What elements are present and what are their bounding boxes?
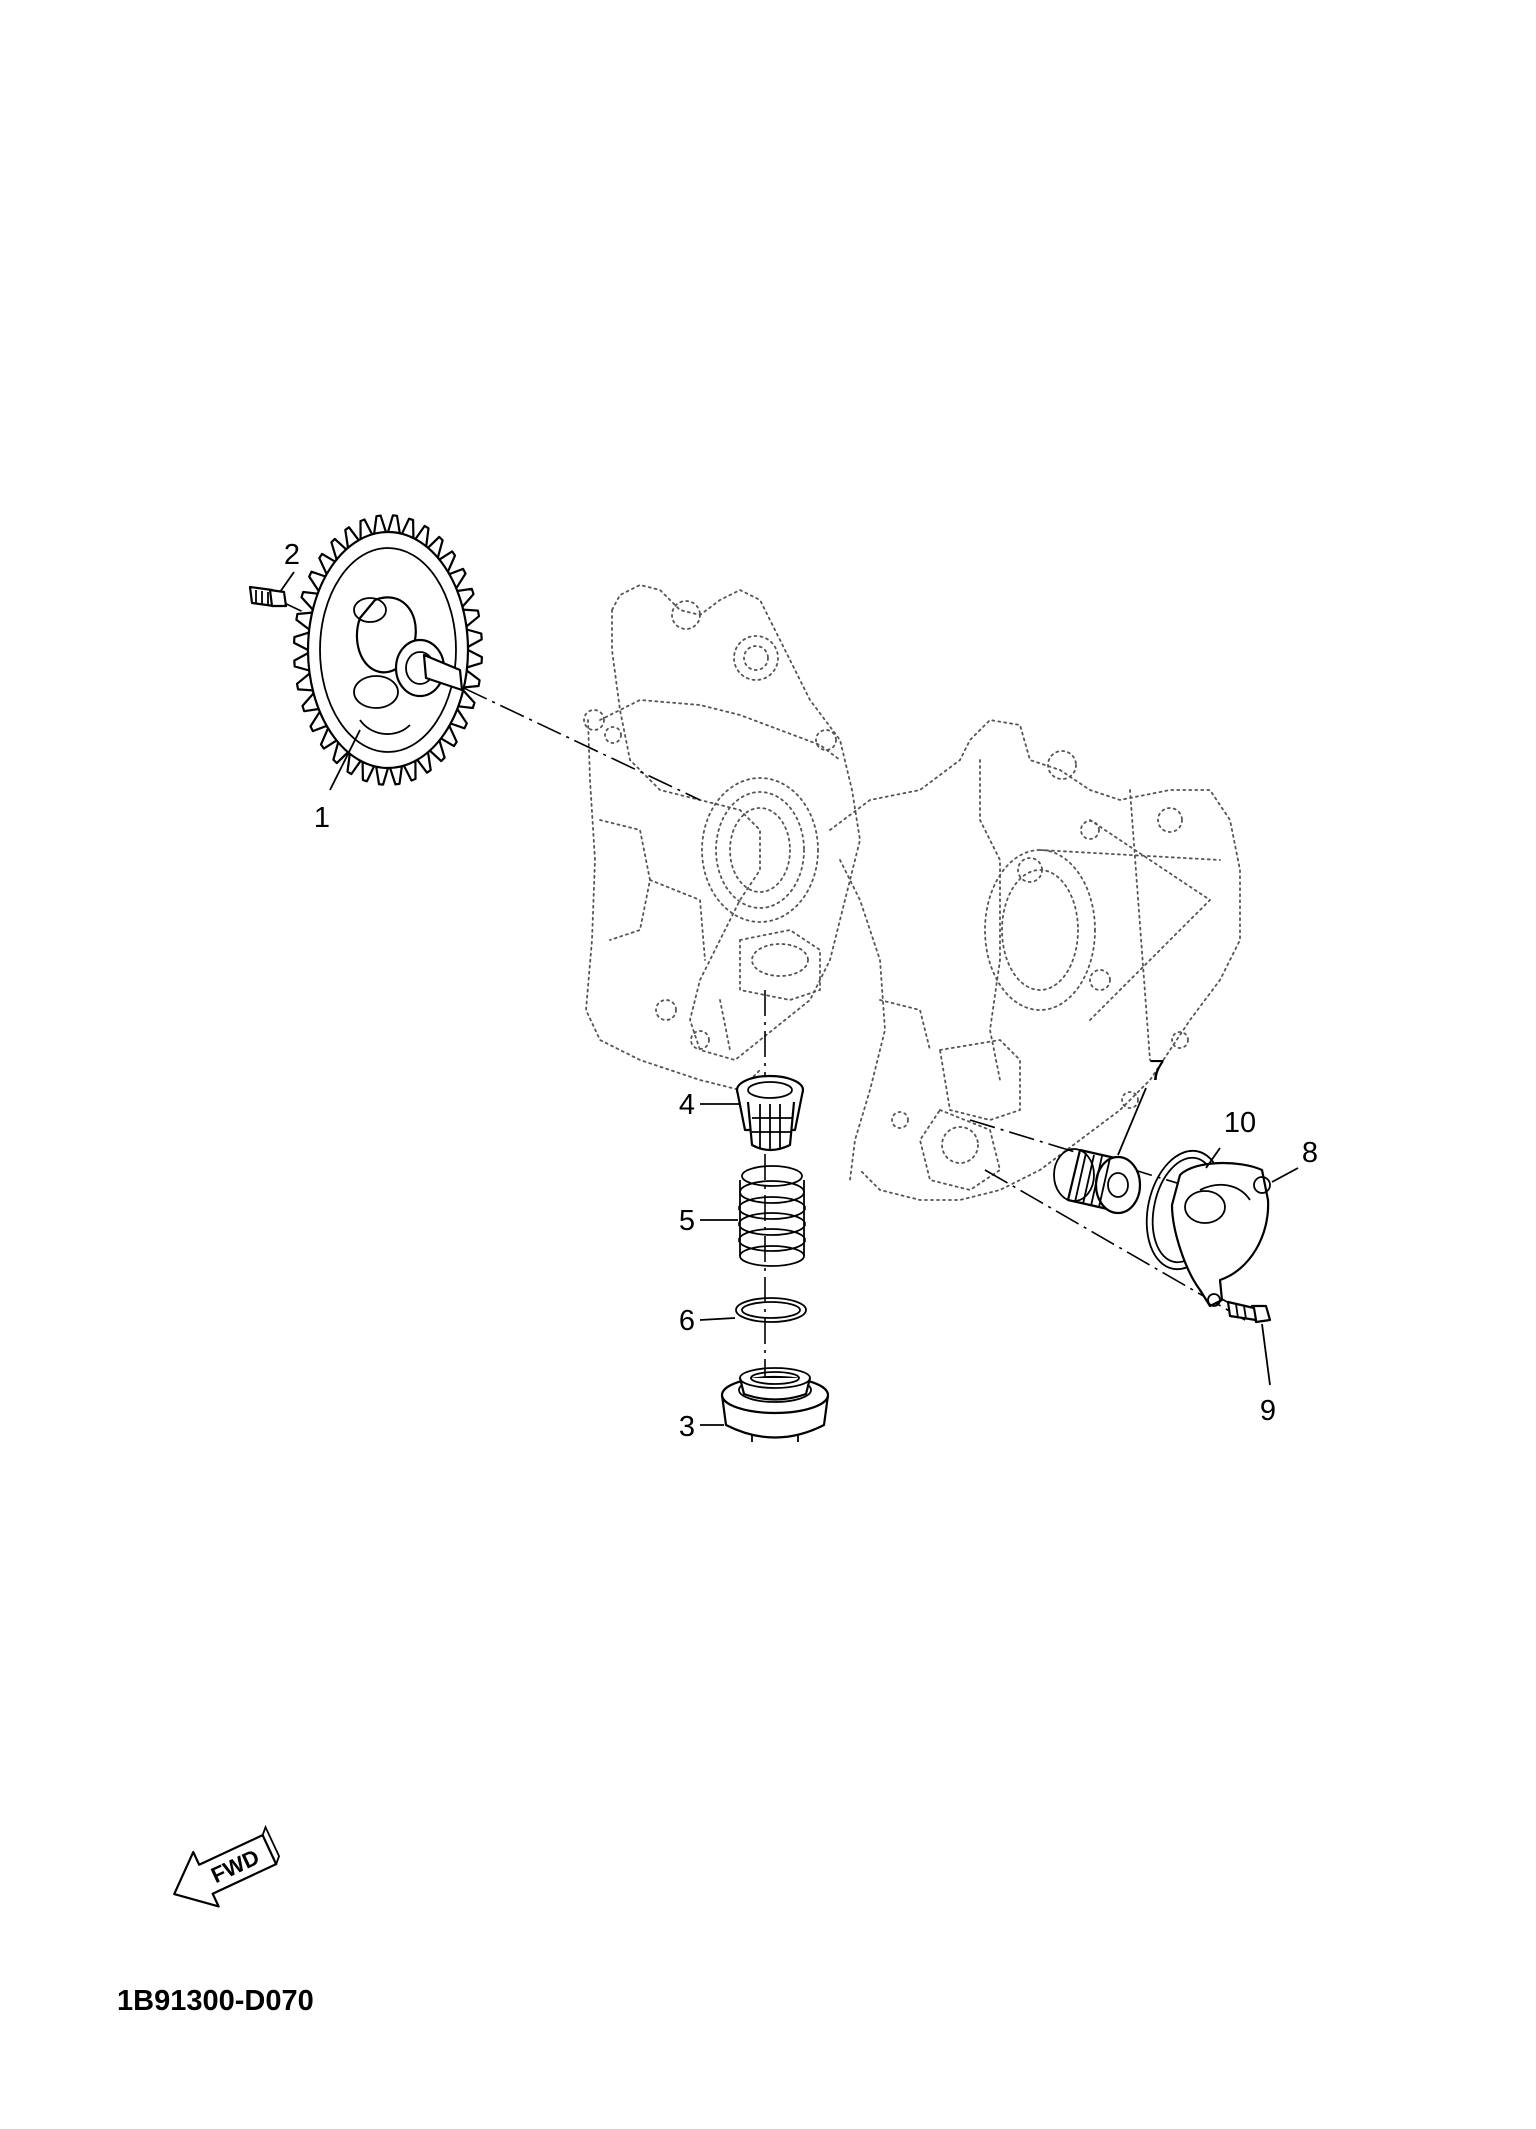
callout-10: 10: [1224, 1107, 1256, 1139]
part-spring-5[interactable]: [738, 1165, 806, 1267]
callout-1: 1: [314, 802, 330, 834]
callout-4: 4: [679, 1089, 695, 1121]
callout-5: 5: [679, 1205, 695, 1237]
callout-8: 8: [1302, 1137, 1318, 1169]
leader-lines: [279, 571, 1299, 1426]
fwd-arrow: FWD: [173, 1824, 281, 1908]
callout-7: 7: [1149, 1055, 1165, 1087]
part-bolt-9[interactable]: [1226, 1300, 1272, 1324]
part-oil-filter-7[interactable]: [1053, 1148, 1142, 1215]
part-strainer-4[interactable]: [735, 1074, 805, 1152]
part-o-ring-6[interactable]: [735, 1297, 807, 1323]
callout-3: 3: [679, 1411, 695, 1443]
part-drain-plug-3[interactable]: [720, 1367, 830, 1442]
crankcase-left-outline: [583, 584, 861, 1091]
part-filter-cover-8[interactable]: [1170, 1162, 1271, 1308]
callout-2: 2: [284, 539, 300, 571]
part-bolt-2[interactable]: [248, 585, 288, 608]
drawing-code: 1B91300-D070: [117, 1985, 314, 2017]
callout-6: 6: [679, 1305, 695, 1337]
part-oil-pump-gear-1[interactable]: [293, 514, 483, 786]
crankcase-right-outline: [829, 719, 1241, 1201]
callout-9: 9: [1260, 1395, 1276, 1427]
